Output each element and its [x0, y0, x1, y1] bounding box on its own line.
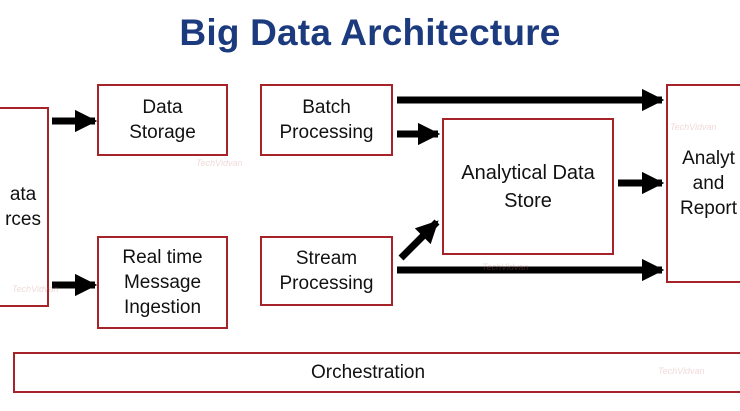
- stream-processing-box: Stream Processing: [260, 236, 393, 306]
- arrow-stream-to-store: [398, 219, 440, 261]
- data-sources-box: ata rces: [0, 107, 49, 307]
- orchestration-box: Orchestration: [13, 352, 740, 393]
- watermark-text: TechVidvan: [670, 122, 717, 132]
- diagram-title: Big Data Architecture: [179, 12, 561, 53]
- stream-processing-label: Stream Processing: [279, 248, 374, 294]
- analytics-reporting-label: Analyt and Report: [680, 148, 738, 219]
- watermark-text: TechVidvan: [482, 262, 529, 272]
- analytics-reporting-box: Analyt and Report: [666, 84, 740, 283]
- watermark-text: TechVidvan: [196, 158, 243, 168]
- analytical-data-store-label: Analytical Data Store: [461, 161, 595, 212]
- watermark-text: TechVidvan: [658, 366, 705, 376]
- data-storage-label: Data Storage: [129, 97, 196, 143]
- realtime-ingestion-box: Real time Message Ingestion: [97, 236, 228, 329]
- batch-processing-box: Batch Processing: [260, 84, 393, 156]
- orchestration-label: Orchestration: [311, 362, 426, 383]
- data-sources-label: ata rces: [5, 184, 41, 230]
- watermark-text: TechVidvan: [12, 284, 59, 294]
- analytical-data-store-box: Analytical Data Store: [442, 118, 614, 255]
- data-storage-box: Data Storage: [97, 84, 228, 156]
- batch-processing-label: Batch Processing: [279, 97, 374, 143]
- realtime-ingestion-label: Real time Message Ingestion: [122, 247, 203, 318]
